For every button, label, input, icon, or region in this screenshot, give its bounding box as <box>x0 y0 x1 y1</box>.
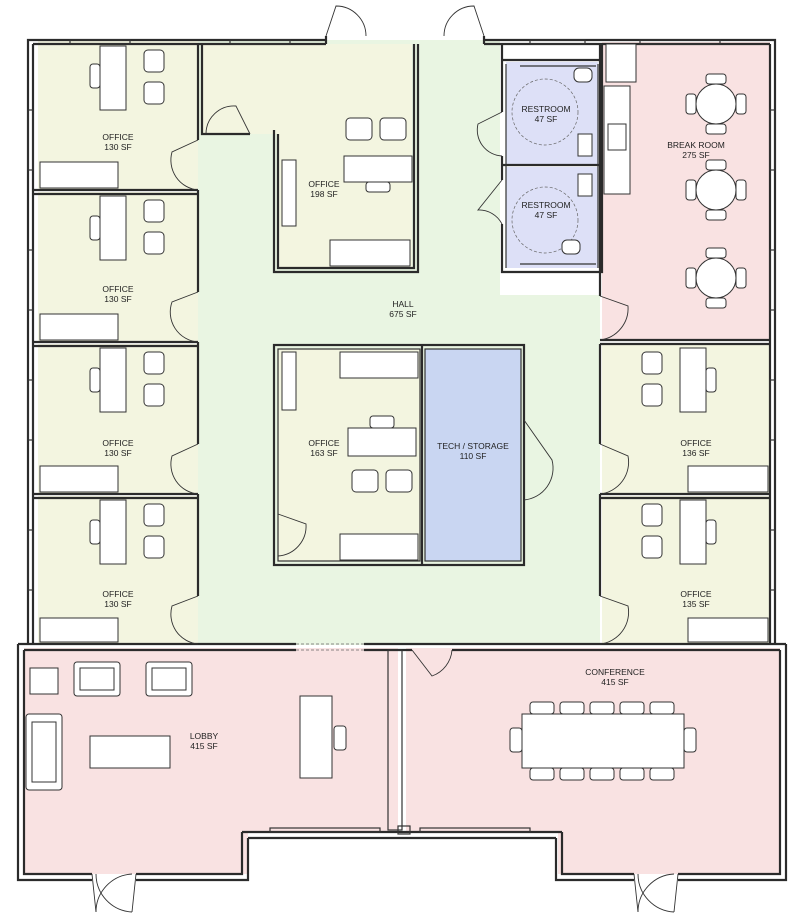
restroom1-area-label: 47 SF <box>535 114 558 124</box>
exterior-doors[interactable] <box>91 5 679 913</box>
tech-storage-area-label: 110 SF <box>460 451 487 461</box>
hall-label: HALL <box>392 299 414 309</box>
restroom-fixtures <box>511 65 596 265</box>
office-e1-label: OFFICE <box>680 438 711 448</box>
furniture-interior-offices <box>281 117 419 561</box>
furniture-west-offices <box>39 45 165 643</box>
break-table-3 <box>685 247 747 309</box>
office-nw2-label: OFFICE <box>102 284 133 294</box>
windows <box>27 39 776 833</box>
break-room-area-label: 275 SF <box>682 150 709 160</box>
interior-doors[interactable] <box>169 105 630 677</box>
lobby-furniture <box>25 661 347 791</box>
break-table-2 <box>685 159 747 221</box>
office-center-label: OFFICE <box>308 438 339 448</box>
break-table-1 <box>685 73 747 135</box>
conference-furniture <box>509 701 697 781</box>
office-top-area <box>202 44 412 268</box>
restroom2-label: RESTROOM <box>521 200 570 210</box>
office-top-label: OFFICE <box>308 179 339 189</box>
office-center-area-label: 163 SF <box>310 448 337 458</box>
furniture-east-offices <box>641 347 769 643</box>
room-labels: OFFICE 130 SF OFFICE 130 SF OFFICE 130 S… <box>102 104 724 751</box>
office-nw1-label: OFFICE <box>102 132 133 142</box>
tech-storage-label: TECH / STORAGE <box>437 441 509 451</box>
office-top-area-label: 198 SF <box>310 189 337 199</box>
office-w3-label: OFFICE <box>102 438 133 448</box>
restroom1-label: RESTROOM <box>521 104 570 114</box>
lobby-label: LOBBY <box>190 731 219 741</box>
conference-label: CONFERENCE <box>585 667 645 677</box>
tech-storage-area <box>425 349 521 561</box>
restroom2-area-label: 47 SF <box>535 210 558 220</box>
lobby-area-label: 415 SF <box>190 741 217 751</box>
hall-area-label: 675 SF <box>389 309 416 319</box>
office-nw1-area-label: 130 SF <box>104 142 131 152</box>
office-w4-area-label: 130 SF <box>104 599 131 609</box>
office-e1-area-label: 136 SF <box>682 448 709 458</box>
conference-area-label: 415 SF <box>601 677 628 687</box>
office-e2-area-label: 135 SF <box>682 599 709 609</box>
break-room-label: BREAK ROOM <box>667 140 725 150</box>
office-w3-area-label: 130 SF <box>104 448 131 458</box>
office-w4-label: OFFICE <box>102 589 133 599</box>
break-room-furniture <box>603 43 747 309</box>
office-nw2-area-label: 130 SF <box>104 294 131 304</box>
office-e2-label: OFFICE <box>680 589 711 599</box>
